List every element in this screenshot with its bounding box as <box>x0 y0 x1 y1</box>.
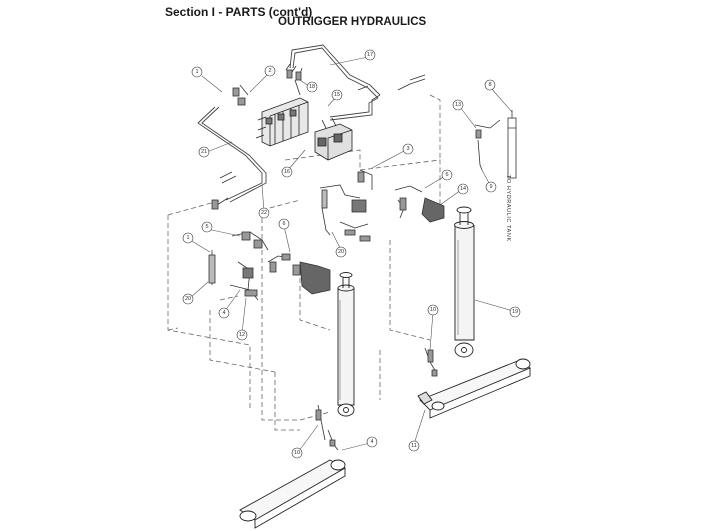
callout-label: 5 <box>205 224 208 230</box>
callout-label: 19 <box>512 309 518 315</box>
section-title: Section I - PARTS (cont'd) <box>165 5 313 19</box>
callout-label: 1 <box>195 69 198 75</box>
secondary-valve <box>314 117 353 161</box>
callout-label: 15 <box>334 92 340 98</box>
callout-label: 1 <box>186 235 189 241</box>
left-cylinder <box>337 272 355 417</box>
callout-label: 6 <box>282 221 285 227</box>
right-outrigger-beam <box>417 358 531 419</box>
callout-label: 14 <box>460 186 466 192</box>
callout-labels: 1 2 17 18 15 21 22 16 3 6 8 13 9 14 20 1… <box>185 52 518 456</box>
right-cylinder <box>454 206 475 358</box>
tank-return-fittings <box>474 110 517 179</box>
callout-label: 10 <box>430 307 436 313</box>
callout-label: 6 <box>445 172 448 178</box>
callout-label: 21 <box>201 149 207 155</box>
callout-label: 4 <box>222 310 225 316</box>
phantom-outline <box>167 94 441 431</box>
tank-note-label: TO HYDRAULIC TANK <box>505 175 511 242</box>
lower-left-fittings <box>208 231 331 301</box>
callout-label: 22 <box>261 210 267 216</box>
callout-label: 3 <box>406 146 409 152</box>
callout-label: 8 <box>488 82 491 88</box>
callout-label: 12 <box>239 332 245 338</box>
callout-label: 10 <box>294 450 300 456</box>
callout-label: 2 <box>268 68 271 74</box>
callout-label: 20 <box>185 296 191 302</box>
callout-label: 20 <box>338 249 344 255</box>
callout-bubbles <box>182 49 521 459</box>
hydraulic-tubes <box>197 44 381 203</box>
callout-label: 9 <box>489 184 492 190</box>
callout-label: 11 <box>411 443 417 449</box>
left-outrigger-beam <box>239 459 346 529</box>
callout-label: 16 <box>284 169 290 175</box>
diagram-title: OUTRIGGER HYDRAULICS <box>278 16 427 28</box>
callout-label: 17 <box>367 52 373 58</box>
callout-label: 4 <box>370 439 373 445</box>
hose-fittings <box>211 63 426 210</box>
lower-hoses <box>315 347 438 451</box>
callout-label: 18 <box>309 84 315 90</box>
control-valve-bank <box>255 97 309 147</box>
callout-label: 13 <box>455 102 461 108</box>
center-fittings <box>319 169 445 242</box>
